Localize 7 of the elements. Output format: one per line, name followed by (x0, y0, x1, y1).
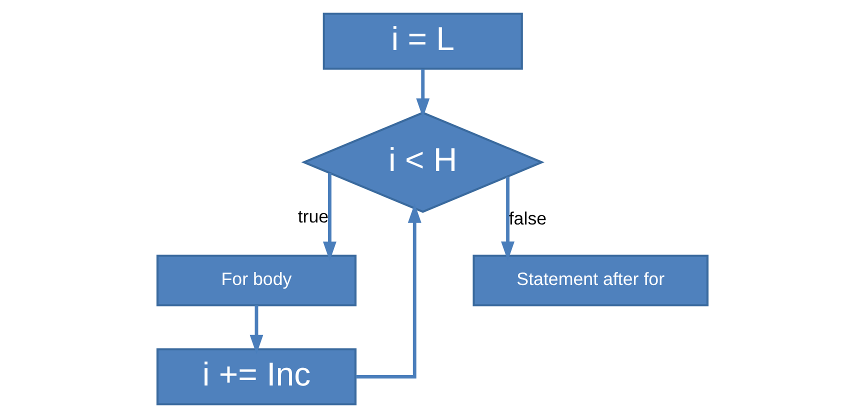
node-box: i = L (322, 12, 523, 70)
node-diamond: i < H (301, 112, 544, 213)
node-box: For body (156, 254, 357, 306)
arrow (250, 305, 264, 354)
arrow (356, 204, 422, 378)
node-box: i += Inc (156, 348, 357, 406)
node-box: Statement after for (472, 254, 709, 306)
